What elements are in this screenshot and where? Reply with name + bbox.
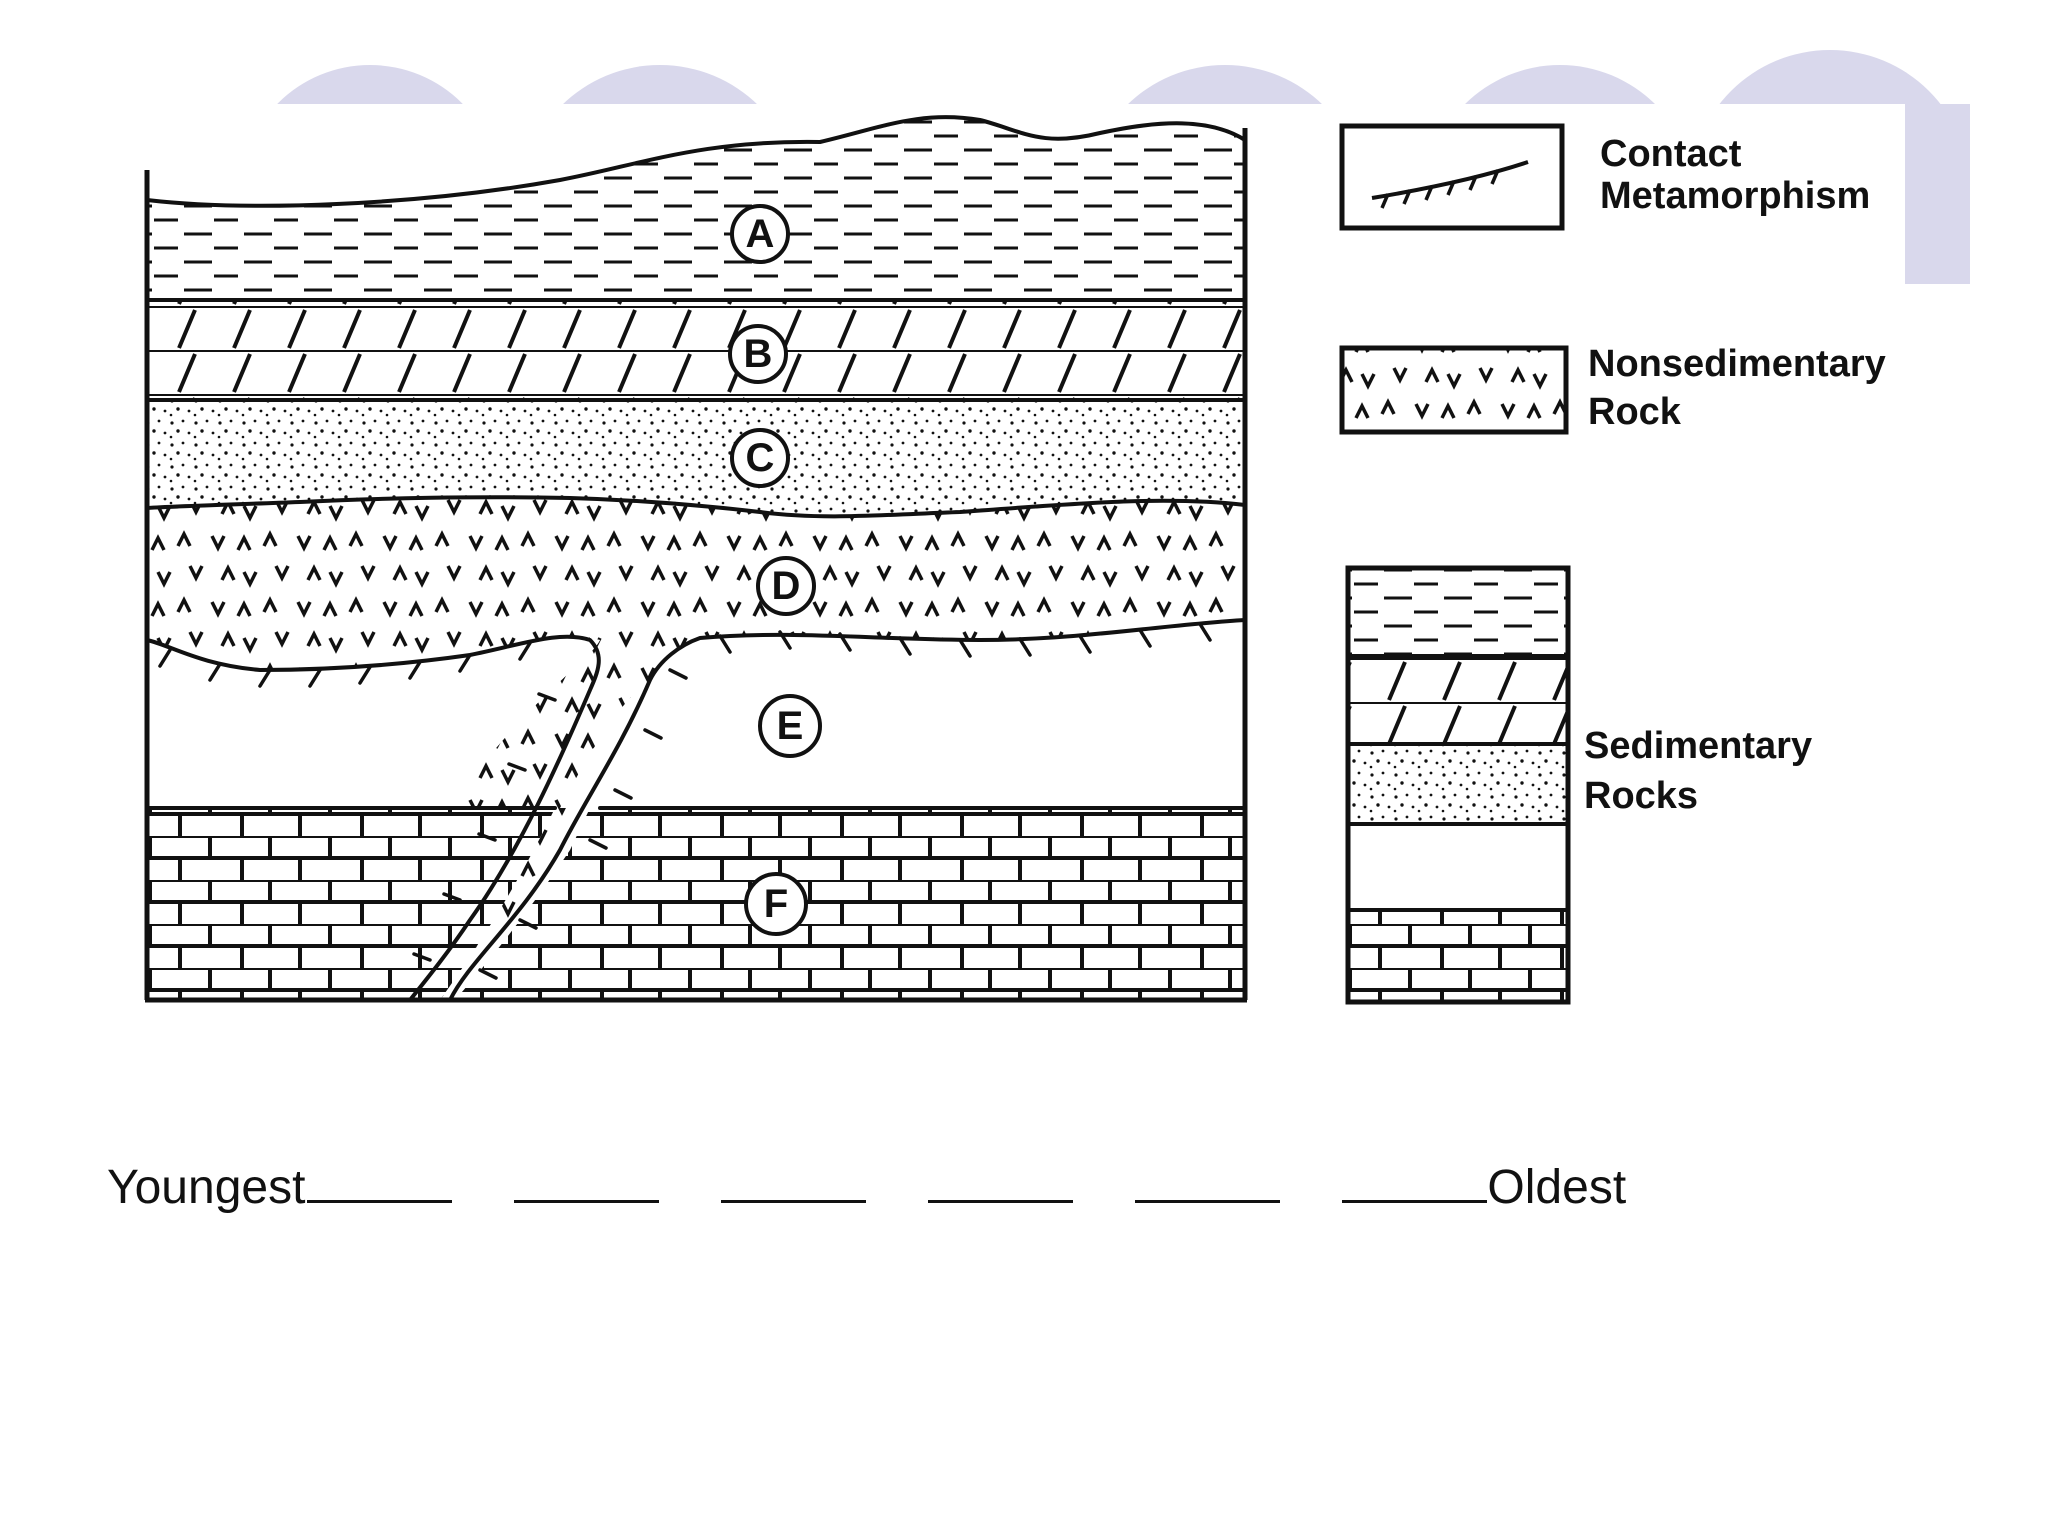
answer-blank-6 <box>1342 1160 1488 1203</box>
layer-c-sandstone <box>147 400 1245 517</box>
legend-sed-line1: Sedimentary <box>1584 725 1812 767</box>
layer-label-d: D <box>756 556 816 616</box>
legend-sed-line2: Rocks <box>1584 775 1698 817</box>
answer-blank-5 <box>1135 1160 1281 1203</box>
youngest-label: Youngest <box>107 1161 306 1214</box>
layer-b-limestone <box>147 300 1245 400</box>
layer-label-e-text: E <box>777 704 804 748</box>
answer-blank-4 <box>928 1160 1074 1203</box>
legend: Contact Metamorphism Nonsedimentary Rock… <box>1339 123 1886 1005</box>
legend-nonsed-line2: Rock <box>1588 391 1682 433</box>
legend-contact-line2: Metamorphism <box>1600 175 1870 217</box>
layer-labels: A B C D E F <box>728 204 822 936</box>
layer-label-e: E <box>758 694 822 758</box>
layer-label-c-text: C <box>746 436 775 480</box>
layer-label-b: B <box>728 324 788 384</box>
answer-blank-3 <box>721 1160 867 1203</box>
layer-label-a: A <box>730 204 790 264</box>
layer-label-a-text: A <box>746 212 775 256</box>
legend-nonsed-line1: Nonsedimentary <box>1588 343 1886 385</box>
layer-f-brick <box>147 808 555 1000</box>
oldest-label: Oldest <box>1487 1161 1627 1214</box>
layer-label-d-text: D <box>772 564 801 608</box>
layer-a-shale <box>147 120 1245 300</box>
layer-label-f: F <box>744 872 808 936</box>
layer-e-plain <box>147 636 600 780</box>
cross-section <box>147 120 1245 1000</box>
legend-contact-metamorphism: Contact Metamorphism <box>1339 123 1870 231</box>
boundary-lines <box>144 115 1248 1003</box>
legend-sedimentary-rocks: Sedimentary Rocks <box>1345 565 1812 1005</box>
layer-label-c: C <box>730 428 790 488</box>
legend-nonsedimentary-rock: Nonsedimentary Rock <box>1339 343 1886 435</box>
answer-blank-2 <box>514 1160 660 1203</box>
legend-contact-line1: Contact <box>1600 133 1742 175</box>
age-sequence-question: Youngest Oldest <box>107 1160 1626 1215</box>
layer-label-f-text: F <box>764 882 788 926</box>
answer-blank-1 <box>307 1160 453 1203</box>
layer-label-b-text: B <box>744 332 773 376</box>
